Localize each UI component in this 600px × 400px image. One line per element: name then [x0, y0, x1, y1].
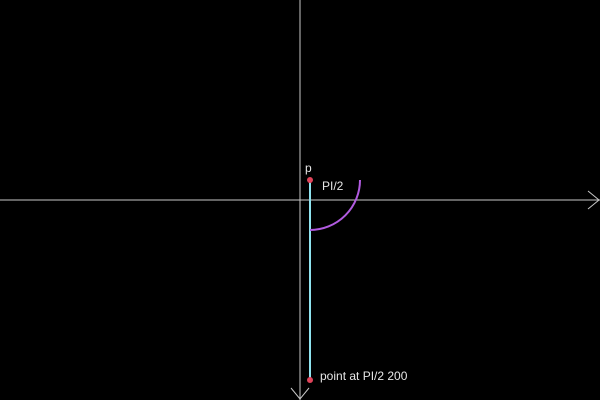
target-point-label: point at PI/2 200 — [320, 369, 408, 383]
y-axis-arrowhead — [290, 387, 310, 400]
x-axis-arrowhead — [587, 190, 600, 210]
origin-point-p — [307, 177, 313, 183]
origin-point-label: p — [305, 161, 312, 175]
angle-label: PI/2 — [322, 179, 344, 193]
target-point — [307, 377, 313, 383]
angle-arc — [309, 179, 361, 231]
